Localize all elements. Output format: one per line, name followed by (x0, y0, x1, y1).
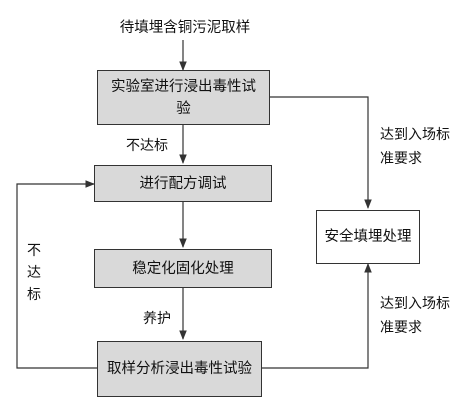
start-label: 待填埋含铜污泥取样 (119, 20, 251, 36)
pass-label-bottom: 达到入场标准要求 (380, 296, 450, 336)
landfill-box: 安全填埋处理 (316, 210, 420, 264)
curing-label: 养护 (143, 311, 171, 327)
stabilize-box: 稳定化固化处理 (94, 249, 272, 288)
fail-label-left: 不达标 (27, 243, 41, 303)
leach-test-box: 实验室进行浸出毒性试验 (97, 70, 270, 125)
arrow-leach-to-landfill (270, 96, 372, 209)
sample-test-box: 取样分析浸出毒性试验 (97, 341, 262, 397)
pass-label-top: 达到入场标准要求 (380, 127, 450, 167)
fail-label-top: 不达标 (126, 138, 168, 154)
arrow-sample-to-landfill (262, 263, 372, 369)
formula-test-box: 进行配方调试 (94, 165, 272, 202)
arrow-sample-to-formula-loop (16, 180, 97, 369)
